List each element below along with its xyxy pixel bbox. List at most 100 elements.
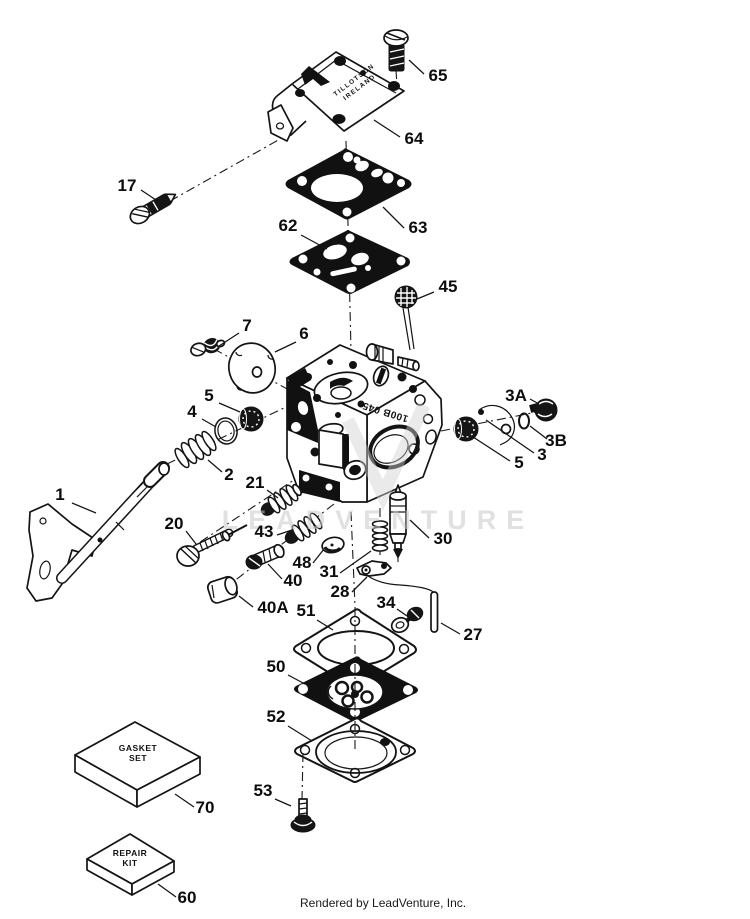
part-27-pin — [430, 591, 439, 633]
leader-line-65 — [408, 59, 425, 75]
leader-line-34 — [396, 608, 408, 617]
leader-line-28 — [351, 576, 368, 593]
callout-17: 17 — [118, 176, 137, 195]
part-65-screw — [383, 29, 409, 72]
callout-43: 43 — [255, 522, 274, 541]
part-63-gasket — [285, 148, 412, 220]
leader-line-51 — [316, 619, 334, 631]
lever-link-wire — [367, 575, 434, 593]
leader-line-7 — [218, 332, 240, 347]
leader-line-30 — [409, 519, 430, 539]
leader-line-53 — [274, 798, 292, 807]
leader-line-52 — [287, 725, 313, 742]
callout-3B: 3B — [545, 431, 567, 450]
callout-5: 5 — [204, 386, 213, 405]
gasket-set-label-line1: GASKET — [119, 743, 158, 753]
callout-40: 40 — [284, 571, 303, 590]
part-40a-cap — [206, 575, 239, 604]
part-5-disc-right — [453, 416, 479, 442]
part-50-diaphragm — [294, 656, 418, 722]
choke-arrow — [301, 66, 330, 86]
leader-line-40A — [238, 595, 254, 608]
callout-45: 45 — [439, 277, 458, 296]
part-5-disc-left — [238, 406, 264, 432]
leader-line-43 — [276, 529, 293, 536]
callout-70: 70 — [196, 798, 215, 817]
callout-50: 50 — [267, 657, 286, 676]
leader-line-3 — [485, 419, 535, 454]
callout-6: 6 — [299, 324, 308, 343]
repair-kit-box: REPAIR KIT — [86, 833, 175, 896]
callout-30: 30 — [434, 529, 453, 548]
part-30-inlet-valve — [389, 484, 407, 559]
callout-31: 31 — [320, 562, 339, 581]
callout-34: 34 — [377, 593, 396, 612]
callout-28: 28 — [331, 582, 350, 601]
part-carburetor-body: 100B 045 — [286, 343, 443, 503]
part-3b-ring — [518, 412, 530, 430]
callout-40A: 40A — [257, 598, 288, 617]
part-45-screen — [394, 285, 418, 351]
gasket-set-box: GASKET SET — [74, 721, 201, 808]
leader-line-63 — [382, 206, 405, 229]
part-31-spring — [371, 520, 389, 552]
part-1-shaft-lever — [26, 461, 170, 602]
footer-credit: Rendered by LeadVenture, Inc. — [300, 896, 466, 910]
callout-62: 62 — [279, 216, 298, 235]
leader-line-3B — [529, 425, 548, 440]
callout-48: 48 — [293, 553, 312, 572]
leader-line-50 — [287, 674, 306, 685]
watermark: LEADVENTURE — [222, 402, 524, 535]
callout-20: 20 — [165, 514, 184, 533]
leader-line-21 — [266, 489, 279, 499]
part-43-spring-screw — [284, 512, 323, 544]
leader-line-3A — [529, 398, 540, 405]
part-3a-knob — [529, 398, 558, 422]
callout-63: 63 — [409, 218, 428, 237]
leader-line-5 — [469, 434, 511, 462]
leader-line-60 — [157, 883, 177, 898]
callout-60: 60 — [178, 888, 197, 907]
leader-line-70 — [174, 793, 195, 808]
part-17-screw — [129, 193, 177, 225]
callout-52: 52 — [267, 707, 286, 726]
leader-line-20 — [185, 530, 197, 545]
leader-line-64 — [373, 119, 401, 138]
leader-line-45 — [416, 291, 435, 300]
callout-27: 27 — [464, 625, 483, 644]
callout-64: 64 — [405, 129, 424, 148]
part-40-screw-plug — [245, 543, 285, 570]
part-48-disc — [321, 536, 345, 554]
part-7-screw — [190, 338, 226, 357]
screw-53-axis — [301, 752, 304, 800]
callout-5: 5 — [514, 453, 523, 472]
leader-line-62 — [300, 234, 328, 250]
gasket-set-label-line2: SET — [129, 753, 147, 763]
repair-kit-label-line1: REPAIR — [113, 848, 148, 858]
leader-line-40 — [267, 563, 283, 580]
part-4-ring — [214, 417, 238, 445]
callout-3A: 3A — [505, 386, 527, 405]
part-6-disc — [227, 342, 277, 394]
leader-line-48 — [312, 548, 325, 564]
callout-3: 3 — [537, 445, 546, 464]
callout-4: 4 — [187, 402, 197, 421]
leader-line-4 — [201, 418, 217, 428]
leader-line-6 — [274, 341, 297, 353]
leader-line-17 — [140, 189, 160, 203]
leader-line-1 — [71, 502, 97, 514]
watermark-chevron — [342, 402, 430, 511]
part-3-lever — [478, 404, 516, 446]
part-53-screw — [290, 798, 316, 833]
part-2-spring — [174, 430, 217, 469]
part-28-metering-lever — [356, 560, 434, 593]
callout-65: 65 — [429, 66, 448, 85]
repair-kit-label-line2: KIT — [122, 858, 138, 868]
callout-21: 21 — [246, 473, 265, 492]
leader-line-2 — [207, 459, 223, 473]
part-62-diaphragm — [289, 230, 410, 294]
leader-line-27 — [440, 622, 461, 635]
callout-1: 1 — [55, 485, 64, 504]
